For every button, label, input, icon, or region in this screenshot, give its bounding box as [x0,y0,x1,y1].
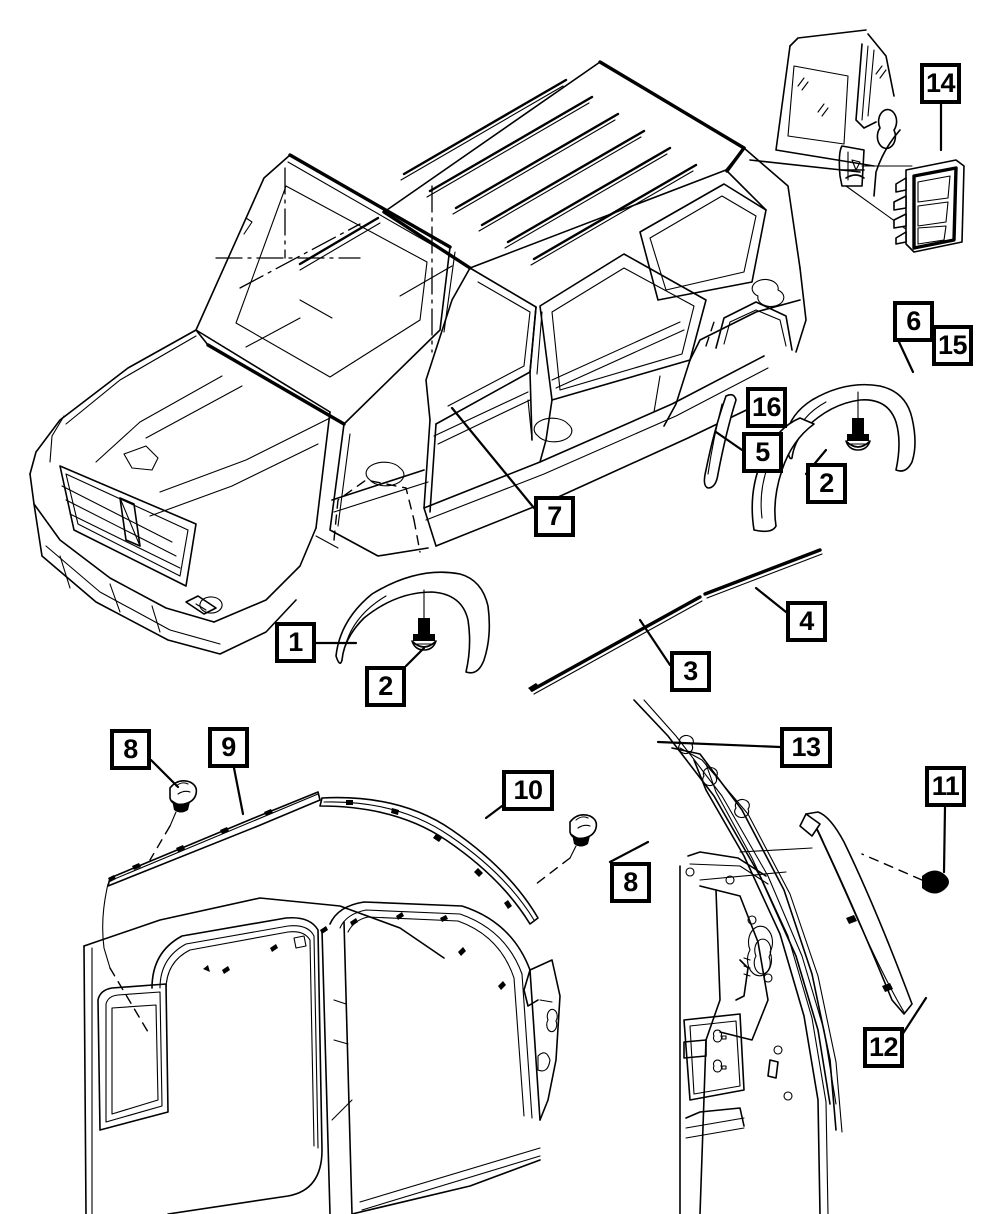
callout-8-right[interactable]: 8 [610,862,651,903]
leader-9 [232,766,245,816]
callout-15[interactable]: 15 [932,325,973,366]
leader-11 [942,805,947,874]
side-glass-and-pillars [425,147,801,441]
windshield-assembly [195,153,456,426]
rear-wheel-opening-ghost [705,315,717,347]
callout-10[interactable]: 10 [502,770,554,811]
callout-13[interactable]: 13 [780,727,832,768]
hood-and-front-end [29,329,339,655]
part-a-pillar-moulding [799,811,913,1015]
front-grille [59,465,197,587]
callout-14[interactable]: 14 [920,63,961,104]
callout-8[interactable]: 8 [110,729,151,770]
callout-6[interactable]: 6 [893,301,934,342]
callout-1[interactable]: 1 [275,622,316,663]
callout-12[interactable]: 12 [863,1027,904,1068]
callout-11[interactable]: 11 [925,766,966,807]
leader-8-left [149,758,180,789]
air-exhauster-part [893,159,965,253]
callout-3[interactable]: 3 [670,651,711,692]
leader-2-front [404,646,426,668]
leader-13 [656,740,782,749]
leader-5 [714,430,744,452]
leader-10 [484,804,504,820]
quarter-panel-detail-inset [749,29,965,253]
leader-4 [754,586,788,614]
windshield-moulding-screw [861,853,949,894]
callout-2-rear[interactable]: 2 [806,463,847,504]
callout-2[interactable]: 2 [365,666,406,707]
roof-panel [298,60,746,271]
leader-12 [900,996,928,1037]
leader-8-right [608,840,650,864]
callout-leaders [149,102,947,1037]
front-wheel-opening-ghost [413,519,421,553]
windshield-pillar-detail [633,699,949,1214]
part-door-applique [703,393,737,489]
callout-5[interactable]: 5 [742,432,783,473]
door-opening-assembly [83,883,561,1214]
roof-moulding-screw-right [535,814,598,885]
callout-7[interactable]: 7 [534,496,575,537]
leader-7 [450,406,536,510]
part-front-fender-flare [335,571,491,674]
vehicle-overview-drawing [29,60,807,655]
part-flare-screw-rear [845,391,871,451]
part-body-side-moulding [528,548,823,695]
roof-drip-moulding-detail [83,780,598,1214]
front-wheel-opening-ghost [333,479,415,541]
callout-16[interactable]: 16 [746,387,787,428]
leader-6 [897,340,915,374]
callout-9[interactable]: 9 [208,727,249,768]
body-side [329,267,807,557]
callout-4[interactable]: 4 [786,601,827,642]
leader-3 [638,618,672,667]
part-flare-screw-front [411,589,437,651]
center-line [239,223,361,289]
